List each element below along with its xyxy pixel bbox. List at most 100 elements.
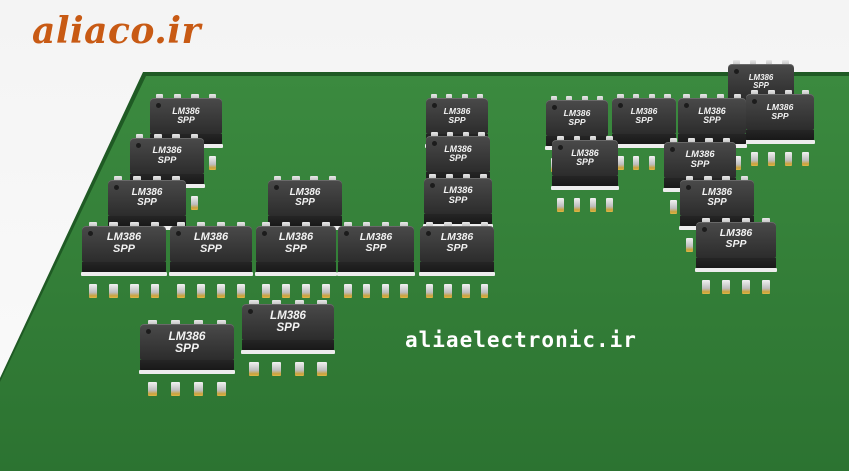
pin1-marker bbox=[176, 231, 181, 236]
chip-pin bbox=[648, 156, 656, 170]
chip-label-package: SPP bbox=[753, 81, 769, 90]
pin1-marker bbox=[274, 185, 279, 190]
chip-pin bbox=[147, 382, 157, 396]
chip-pin bbox=[722, 280, 731, 294]
chip-pins-bottom bbox=[702, 280, 770, 294]
chip-pin bbox=[196, 284, 206, 298]
chip-label-package: SPP bbox=[568, 117, 586, 127]
chip-pin bbox=[301, 284, 310, 298]
chip-edge-stripe bbox=[81, 272, 167, 276]
chip-edge-stripe bbox=[241, 350, 335, 354]
chip-pin bbox=[249, 362, 259, 376]
chip-label-part: LM386 bbox=[563, 108, 591, 118]
chip-pin bbox=[557, 198, 564, 212]
chip-label-part: LM386 bbox=[270, 309, 306, 322]
chip-pins-bottom bbox=[617, 156, 671, 170]
chip-label-package: SPP bbox=[284, 243, 307, 255]
chip-pin bbox=[751, 152, 759, 166]
chip-label-package: SPP bbox=[635, 115, 653, 125]
pin1-marker bbox=[702, 227, 707, 232]
chip-pin bbox=[317, 362, 327, 376]
chip-label-part: LM386 bbox=[443, 185, 473, 196]
chip-pin bbox=[216, 382, 227, 396]
chip-pin bbox=[150, 284, 160, 298]
chip-front-face bbox=[170, 262, 252, 274]
pin1-marker bbox=[734, 69, 739, 74]
chip-pins-bottom bbox=[262, 284, 330, 298]
pin1-marker bbox=[430, 183, 435, 188]
chip-label-package: SPP bbox=[771, 111, 789, 121]
chip-pin bbox=[193, 382, 204, 396]
chip-label-part: LM386 bbox=[444, 143, 472, 154]
chip-pin bbox=[741, 280, 750, 294]
chip-label-package: SPP bbox=[449, 153, 467, 163]
chip-pin bbox=[381, 284, 390, 298]
chip-pin bbox=[425, 284, 434, 298]
chip-pin bbox=[462, 284, 470, 298]
pin1-marker bbox=[684, 103, 689, 108]
chip-pins-bottom bbox=[425, 284, 489, 298]
chip-front-face bbox=[696, 258, 776, 270]
chip-label-package: SPP bbox=[365, 243, 387, 254]
chip-label-part: LM386 bbox=[440, 232, 474, 244]
chip-pin bbox=[130, 284, 139, 298]
chip-pins-bottom bbox=[557, 198, 613, 212]
chip-edge-stripe bbox=[419, 272, 495, 276]
chip-front-face bbox=[256, 262, 336, 274]
chip-edge-stripe bbox=[169, 272, 253, 276]
brand-logo-text: aliaco.ir bbox=[32, 10, 201, 52]
pin1-marker bbox=[432, 103, 437, 108]
chip-front-face bbox=[108, 216, 186, 228]
chip-label-package: SPP bbox=[690, 159, 710, 169]
chip-label-part: LM386 bbox=[443, 106, 471, 116]
chip-pins-bottom bbox=[249, 362, 327, 376]
chip-front-face bbox=[424, 214, 492, 226]
chip-front-face bbox=[612, 134, 676, 146]
chip-label-part: LM386 bbox=[168, 328, 206, 343]
chip-label-part: LM386 bbox=[278, 231, 314, 244]
chip-pin bbox=[617, 156, 624, 170]
pin1-marker bbox=[552, 105, 557, 110]
chip-edge-stripe bbox=[255, 272, 337, 276]
chip-label-part: LM386 bbox=[685, 149, 715, 160]
chip-pin bbox=[216, 284, 226, 298]
chip-front-face bbox=[552, 176, 618, 188]
pin1-marker bbox=[156, 103, 161, 108]
chip-pin bbox=[573, 198, 581, 212]
chip-pins-bottom bbox=[88, 284, 160, 298]
chip-front-face bbox=[140, 360, 234, 372]
chip-label-part: LM386 bbox=[152, 145, 182, 156]
chip-label-package: SPP bbox=[576, 157, 594, 167]
chip-edge-stripe bbox=[745, 140, 815, 144]
chip-pins-bottom bbox=[751, 152, 809, 166]
chip-pin bbox=[702, 280, 711, 294]
chip-pin bbox=[262, 284, 271, 298]
chip-pin bbox=[400, 284, 408, 298]
pin1-marker bbox=[146, 329, 151, 334]
chip-pin bbox=[170, 382, 181, 396]
chip-label-part: LM386 bbox=[701, 186, 733, 198]
chip-label-part: LM386 bbox=[289, 186, 321, 198]
chip-edge-stripe bbox=[337, 272, 415, 276]
chip-label-part: LM386 bbox=[131, 186, 163, 198]
chip-pin bbox=[606, 198, 613, 212]
chip-edge-stripe bbox=[139, 370, 235, 374]
chip-pin bbox=[190, 196, 199, 210]
chip-pin bbox=[589, 198, 597, 212]
chip-pin bbox=[784, 152, 792, 166]
